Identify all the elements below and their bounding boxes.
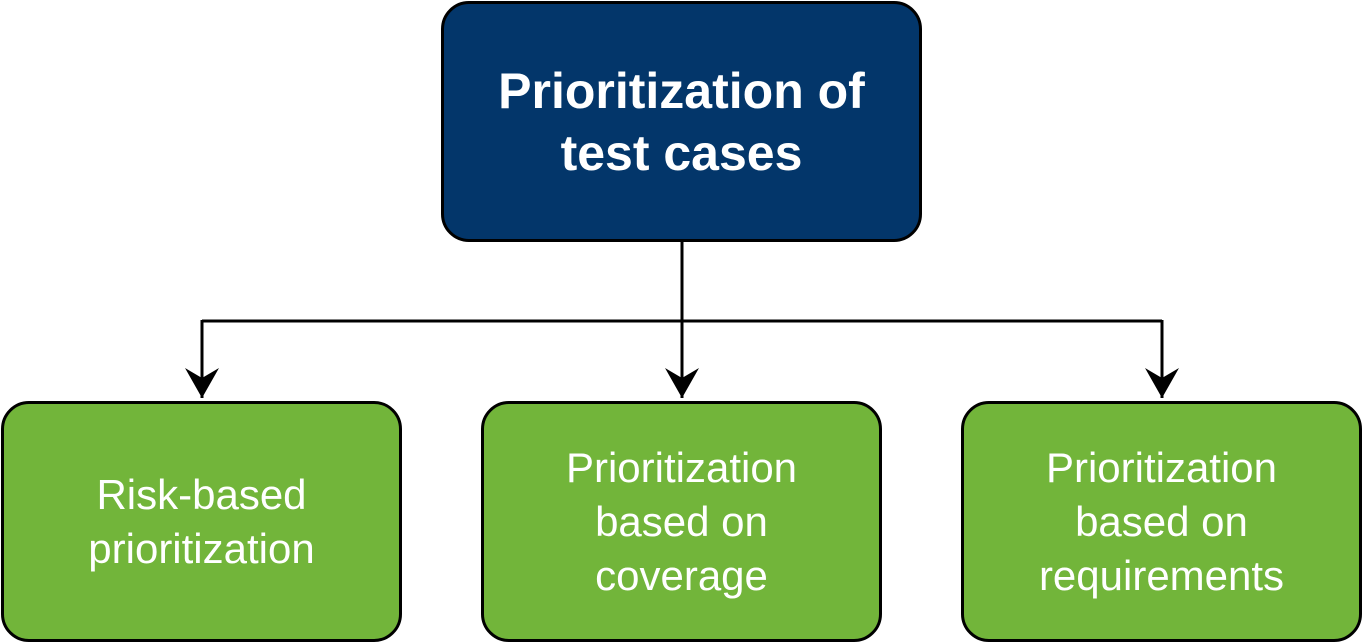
child-label-line: Risk-based [96, 470, 307, 518]
root-node-label: Prioritization of test cases [498, 60, 865, 184]
root-label-line: Prioritization of [498, 62, 865, 119]
child-node-label: Prioritization based on requirements [1039, 441, 1284, 603]
root-node-prioritization-of-test-cases: Prioritization of test cases [441, 1, 922, 242]
child-node-prioritization-based-on-requirements: Prioritization based on requirements [961, 401, 1362, 642]
child-node-risk-based-prioritization: Risk-based prioritization [1, 401, 402, 642]
child-label-line: requirements [1038, 551, 1285, 599]
child-label-line: coverage [595, 551, 768, 599]
child-node-label: Risk-based prioritization [88, 468, 314, 576]
child-label-line: based on [595, 497, 768, 545]
child-label-line: prioritization [88, 524, 315, 572]
child-node-prioritization-based-on-coverage: Prioritization based on coverage [481, 401, 882, 642]
child-label-line: Prioritization [565, 443, 798, 491]
child-label-line: Prioritization [1045, 443, 1278, 491]
child-label-line: based on [1075, 497, 1248, 545]
child-node-label: Prioritization based on coverage [566, 441, 797, 603]
root-label-line: test cases [560, 124, 803, 181]
